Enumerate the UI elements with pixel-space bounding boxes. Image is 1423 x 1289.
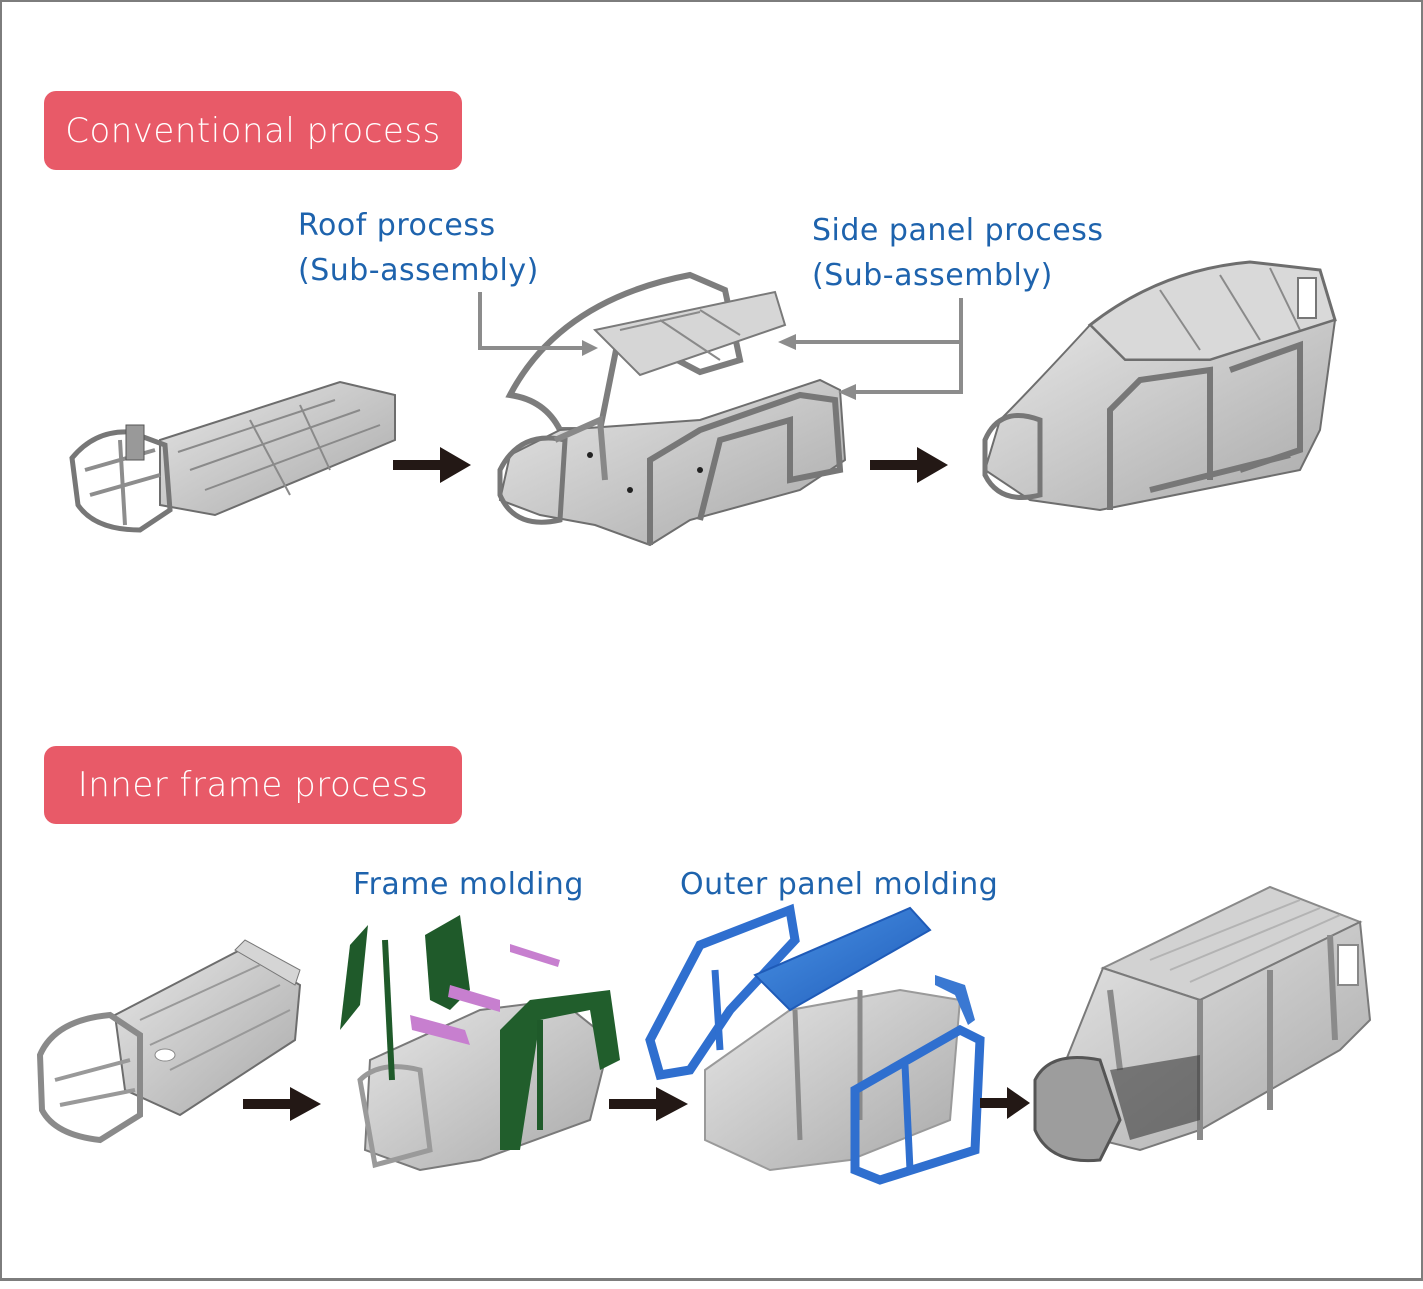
side-panel-label-line1: Side panel process [812, 213, 1104, 248]
inner-frame-underbody-illustration [36, 939, 302, 1144]
roof-process-label: Roof process (Sub-assembly) [298, 203, 539, 293]
side-panel-process-label: Side panel process (Sub-assembly) [812, 208, 1103, 298]
inner-frame-process-badge: Inner frame process [44, 746, 462, 824]
conventional-underbody-illustration [69, 380, 396, 533]
conventional-process-badge: Conventional process [44, 91, 462, 170]
side-panel-label-line2: (Sub-assembly) [812, 258, 1053, 293]
roof-process-label-line2: (Sub-assembly) [298, 253, 539, 288]
roof-callout-line [478, 292, 598, 356]
inner-frame-flow-arrow-3 [980, 1087, 1030, 1119]
outer-panel-molding-illustration [645, 903, 985, 1185]
frame-molding-illustration [340, 915, 620, 1172]
inner-frame-flow-arrow-2 [609, 1087, 688, 1121]
roof-process-label-line1: Roof process [298, 208, 496, 243]
conventional-flow-arrow-2 [870, 447, 948, 483]
conventional-flow-arrow-1 [393, 447, 471, 483]
conventional-subassembly-illustration [497, 271, 847, 547]
side-panel-callout-line [778, 298, 963, 400]
inner-frame-flow-arrow-1 [243, 1087, 321, 1121]
inner-frame-completed-body-illustration [1033, 885, 1372, 1163]
frame-molding-label: Frame molding [353, 867, 584, 902]
conventional-completed-body-illustration [982, 260, 1337, 512]
outer-panel-molding-label: Outer panel molding [680, 867, 999, 902]
